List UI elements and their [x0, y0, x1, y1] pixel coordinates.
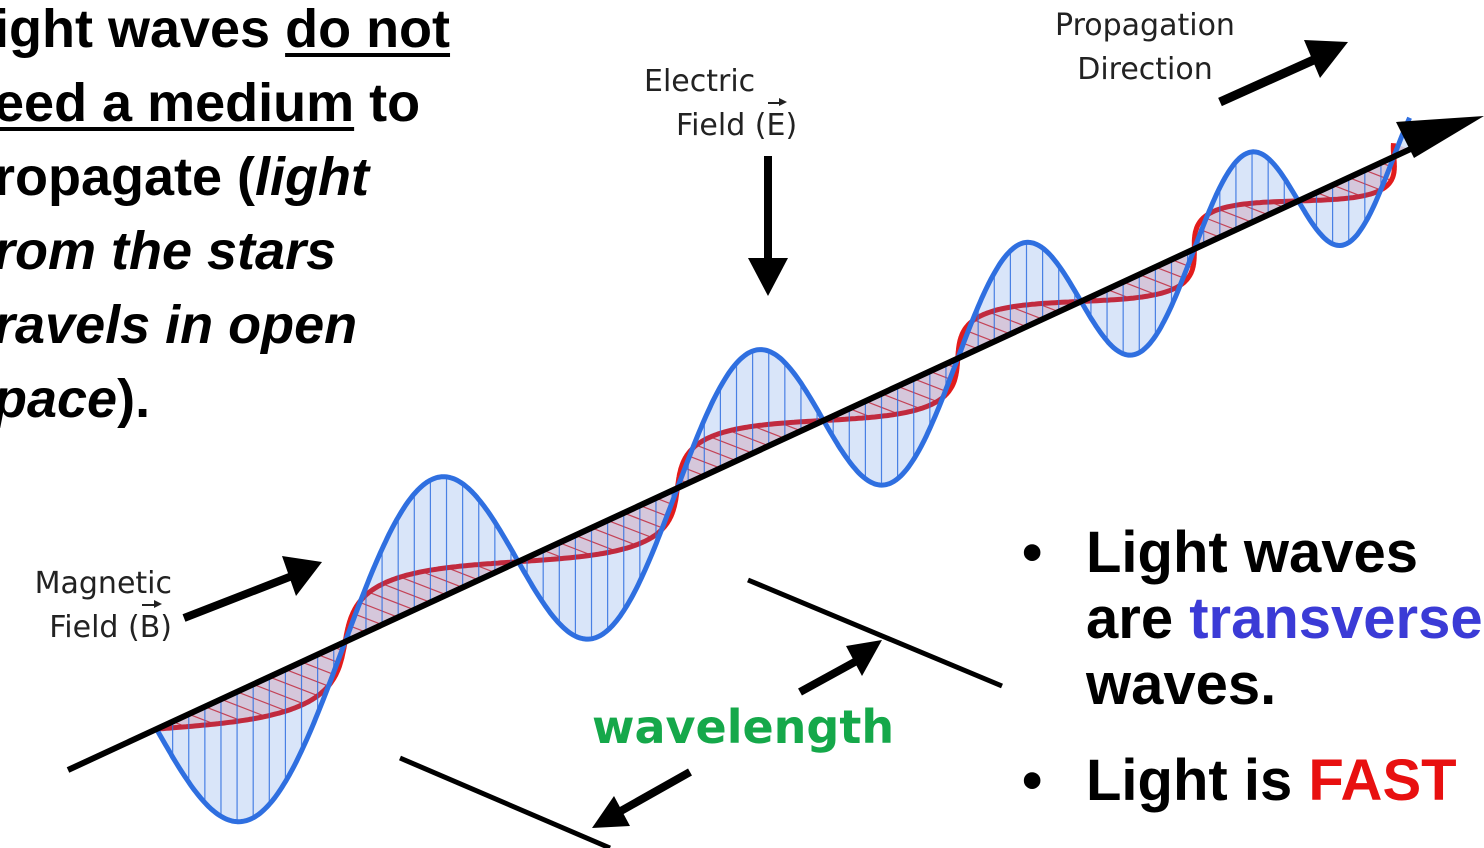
bullet-fast: • Light is FAST: [1022, 748, 1483, 814]
electric-field-label: Electric Field (E): [600, 60, 820, 148]
intro-line-3: ropagate (: [0, 147, 256, 207]
electric-field-wave: [154, 116, 1412, 825]
wavelength-label: wavelength: [592, 700, 895, 754]
magnetic-wave-hatch: [400, 576, 447, 596]
intro-line-4: rom the stars: [0, 221, 337, 281]
intro-line-2: to: [354, 73, 421, 133]
magnetic-label-line-1: Magnetic: [34, 566, 172, 601]
intro-line-6: ).: [117, 369, 151, 429]
intro-line-5: ravels in open: [0, 295, 358, 355]
magnetic-wave-hatch: [285, 668, 329, 687]
electric-label-line-1: Electric: [644, 64, 756, 99]
propagation-label-line-2: Direction: [1077, 52, 1213, 87]
intro-space: pace: [0, 369, 118, 429]
magnetic-label-line-2: Field (: [49, 610, 140, 645]
magnetic-field-pointer: [182, 572, 294, 622]
wavelength-arrow-up: [798, 654, 864, 696]
transverse-word: transverse: [1189, 586, 1483, 651]
magnetic-wave-hatch: [368, 591, 415, 611]
propagation-axis: [66, 137, 1432, 773]
bullet-1-line-3: waves.: [1086, 652, 1277, 717]
magnetic-wave-hatch: [236, 691, 287, 712]
magnetic-field-pointer-head: [282, 556, 322, 596]
electric-vector-symbol: E: [766, 98, 788, 148]
propagation-direction-pointer-head: [1304, 40, 1348, 78]
magnetic-vector-symbol: B: [140, 600, 162, 650]
electric-field-pointer-head: [748, 258, 788, 296]
bullet-list: • Light waves are transverse waves. • Li…: [1022, 520, 1483, 814]
electric-wave-curve: [154, 116, 1412, 825]
bullet-1-line-2: are: [1086, 586, 1190, 651]
magnetic-wave-hatch: [607, 519, 652, 539]
magnetic-wave-hatch: [1332, 184, 1362, 197]
magnetic-wave-hatch: [973, 319, 1011, 335]
magnetic-wave-hatch: [913, 378, 949, 393]
wavelength-arrowhead-down: [592, 796, 630, 828]
bullet-transverse: • Light waves are transverse waves.: [1022, 520, 1483, 718]
fast-word: FAST: [1308, 748, 1457, 813]
wavelength-bracket-lower: [399, 755, 611, 848]
magnetic-wave-hatch: [591, 527, 637, 546]
magnetic-wave-hatch: [710, 436, 753, 454]
propagation-direction-label: Propagation Direction: [1020, 4, 1270, 92]
magnetic-wave-hatch: [421, 571, 463, 589]
propagation-direction-pointer: [1218, 53, 1320, 107]
bullet-1-line-1: Light waves: [1086, 520, 1418, 585]
electric-label-line-2: Field (: [676, 108, 767, 143]
magnetic-wave-hatch: [204, 706, 242, 722]
intro-light: light: [255, 147, 370, 207]
magnetic-wave-hatch: [220, 698, 266, 717]
magnetic-wave-hatch: [686, 454, 721, 469]
bullet-dot: •: [1022, 748, 1043, 813]
intro-do-not: do not: [285, 0, 451, 59]
magnetic-wave-hatch: [623, 512, 664, 529]
intro-medium: eed a medium: [0, 73, 355, 133]
magnetic-wave-hatch: [575, 534, 616, 552]
intro-line-1: ight waves: [0, 0, 286, 59]
propagation-label-line-1: Propagation: [1055, 8, 1235, 43]
magnetic-wave-hatch: [696, 444, 737, 462]
wavelength-arrow-down: [610, 768, 692, 820]
magnetic-field-label: Magnetic Field (B): [0, 562, 172, 650]
intro-paragraph: ight waves do not eed a medium to ropaga…: [0, 0, 594, 436]
propagation-axis-arrowhead: [1396, 116, 1484, 158]
magnetic-wave-hatch: [269, 676, 319, 697]
bullet-2-text: Light is: [1086, 748, 1309, 813]
bullet-dot: •: [1022, 520, 1043, 585]
magnetic-wave-hatch: [897, 385, 938, 403]
magnetic-wave-hatch: [301, 661, 336, 676]
wavelength-arrowhead-up: [846, 640, 882, 676]
wavelength-bracket-upper: [747, 577, 1003, 689]
magnetic-wave-hatch: [382, 583, 431, 603]
magnetic-wave-hatch: [989, 311, 1027, 328]
magnetic-wave-hatch: [252, 683, 305, 705]
electric-label-close: ): [785, 108, 798, 143]
magnetic-label-close: ): [160, 610, 172, 645]
magnetic-wave-hatch: [1139, 273, 1176, 289]
